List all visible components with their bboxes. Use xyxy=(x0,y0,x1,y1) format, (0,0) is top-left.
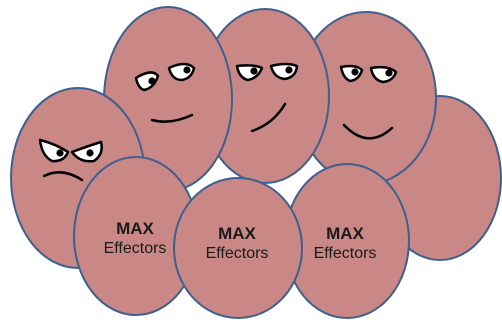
pupil-icon xyxy=(250,67,258,75)
pupil-icon xyxy=(285,66,293,74)
frown-icon xyxy=(42,171,84,182)
eye-icon xyxy=(134,71,160,92)
face-left xyxy=(38,138,103,182)
pupil-icon xyxy=(56,149,64,157)
max-effector-cell-2 xyxy=(173,177,303,319)
face-top-middle xyxy=(235,62,299,133)
face-top-left xyxy=(134,62,196,123)
smile-icon xyxy=(250,102,287,133)
smile-icon xyxy=(150,113,194,123)
face-top-right xyxy=(339,64,398,140)
pupil-icon xyxy=(86,149,94,157)
max-effector-cell-3 xyxy=(284,163,410,319)
pupil-icon xyxy=(385,69,393,77)
smile-icon xyxy=(342,123,394,140)
pupil-icon xyxy=(183,66,191,74)
pupil-icon xyxy=(148,77,156,85)
pupil-icon xyxy=(351,68,359,76)
